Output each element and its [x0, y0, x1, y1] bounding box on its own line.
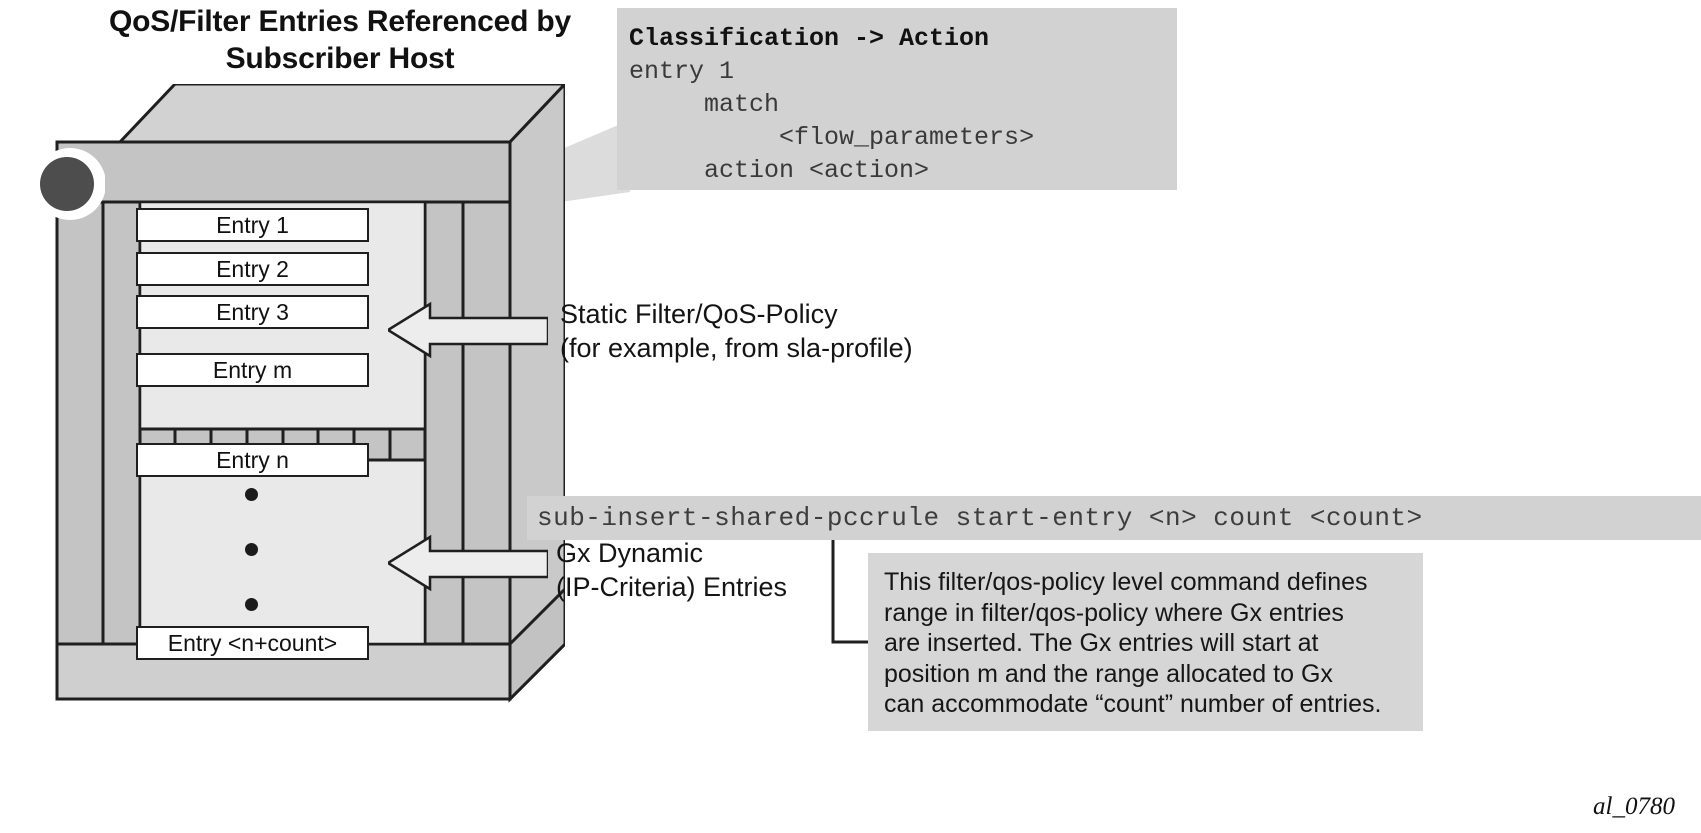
static-policy-label: Static Filter/QoS-Policy (for example, f…: [560, 299, 913, 363]
entry-box-n-plus-count[interactable]: Entry <n+count>: [136, 626, 369, 660]
classification-action-callout: Classification -> Action entry 1 match <…: [617, 8, 1177, 190]
gx-dynamic-label: Gx Dynamic (IP-Criteria) Entries: [556, 538, 788, 602]
command-description-connector: [831, 540, 883, 644]
entry-box-3[interactable]: Entry 3: [136, 295, 369, 329]
figure-id-label: al_0780: [1593, 793, 1675, 820]
callout-line-3: <flow_parameters>: [629, 123, 1035, 152]
page-title: QoS/Filter Entries Referenced by Subscri…: [108, 5, 572, 75]
static-policy-arrow: [388, 301, 548, 359]
description-line-5: can accommodate “count” number of entrie…: [884, 690, 1382, 718]
command-description-box: This filter/qos-policy level command def…: [868, 553, 1423, 731]
vertical-ellipsis-dot-1: [245, 488, 258, 501]
description-line-2: range in filter/qos-policy where Gx entr…: [884, 598, 1344, 627]
entry-box-1[interactable]: Entry 1: [136, 208, 369, 242]
description-line-4: position m and the range allocated to Gx: [884, 659, 1333, 688]
vertical-ellipsis-dot-2: [245, 543, 258, 556]
description-line-1: This filter/qos-policy level command def…: [884, 568, 1368, 596]
entry-box-n[interactable]: Entry n: [136, 443, 369, 477]
sub-insert-shared-pccrule-command: sub-insert-shared-pccrule start-entry <n…: [527, 496, 1701, 540]
callout-line-2: match: [629, 90, 780, 119]
callout-header: Classification -> Action: [629, 24, 990, 53]
gx-dynamic-arrow: [388, 534, 548, 592]
description-line-3: are inserted. The Gx entries will start …: [884, 629, 1319, 657]
callout-line-4: action <action>: [629, 156, 930, 185]
vertical-ellipsis-dot-3: [245, 598, 258, 611]
entry-box-2[interactable]: Entry 2: [136, 252, 369, 286]
entry-box-m[interactable]: Entry m: [136, 353, 369, 387]
callout-line-1: entry 1: [629, 57, 735, 86]
host-marker-dot: [34, 148, 105, 220]
